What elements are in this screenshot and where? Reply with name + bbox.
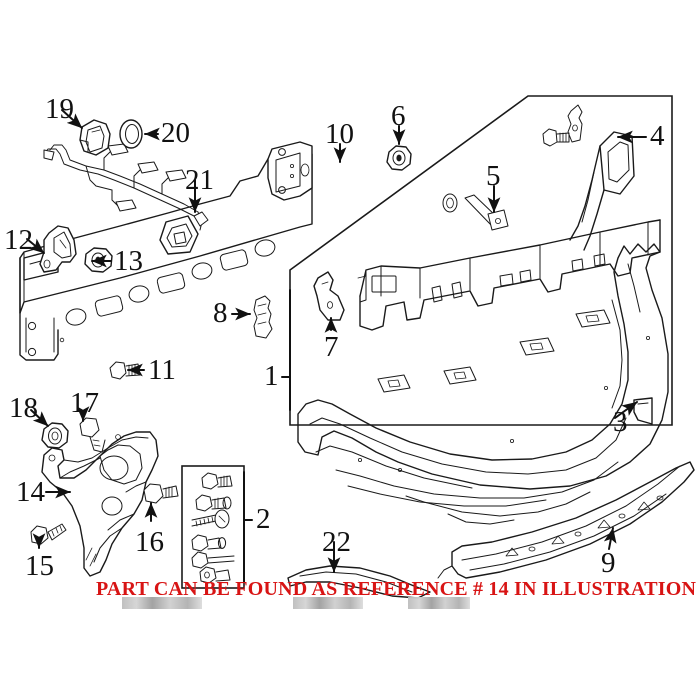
callout-12[interactable]: 12: [4, 224, 33, 256]
callout-15[interactable]: 15: [25, 550, 54, 582]
part-9-lower-valance: [437, 461, 695, 579]
part-8-clip: [253, 295, 273, 339]
part-12-bracket: [39, 225, 77, 273]
callout-4[interactable]: 4: [650, 120, 665, 152]
callout-17[interactable]: 17: [70, 387, 99, 419]
rear-bumper-reinforcement: [357, 219, 661, 331]
callout-2[interactable]: 2: [256, 503, 271, 535]
callout-7[interactable]: 7: [324, 331, 339, 363]
part-4-bolt: [542, 128, 570, 147]
callout-9[interactable]: 9: [601, 547, 616, 579]
callout-13[interactable]: 13: [114, 245, 143, 277]
redaction-bar-3: [408, 597, 470, 609]
callout-16[interactable]: 16: [135, 526, 164, 558]
callout-18[interactable]: 18: [9, 392, 38, 424]
part-7-bracket: [313, 271, 345, 321]
callout-11[interactable]: 11: [148, 354, 176, 386]
watermark-text: PART CAN BE FOUND AS REFERENCE # 14 IN I…: [96, 578, 697, 600]
main-panel-box: [289, 95, 673, 426]
part-15-screw: [30, 523, 67, 545]
callout-10[interactable]: 10: [325, 118, 354, 150]
callout-19[interactable]: 19: [45, 93, 74, 125]
fastener-kit-box: [181, 465, 245, 589]
part-5-bolt: [442, 193, 509, 231]
callout-6[interactable]: 6: [391, 100, 406, 132]
callout-3[interactable]: 3: [613, 406, 628, 438]
parking-sensor-harness: [43, 143, 209, 231]
rear-bumper-cover: [297, 243, 669, 525]
part-6-nut: [386, 145, 412, 171]
part-16-bolt: [143, 483, 179, 504]
callout-5[interactable]: 5: [486, 160, 501, 192]
part-14-bracket: [41, 431, 159, 577]
callout-21[interactable]: 21: [185, 164, 214, 196]
part-4-bracket: [569, 131, 635, 251]
part-19-parking-sensor: [79, 119, 111, 156]
callout-14[interactable]: 14: [16, 476, 45, 508]
part-10-bracket: [267, 141, 313, 201]
part-17-bolt: [79, 417, 106, 453]
callout-1[interactable]: 1: [264, 360, 279, 392]
callout-22[interactable]: 22: [322, 526, 351, 558]
redaction-bar-2: [293, 597, 363, 609]
redaction-bar-1: [122, 597, 202, 609]
callout-8[interactable]: 8: [213, 297, 228, 329]
part-20-sensor-ring: [119, 119, 143, 149]
part-18-nut: [41, 422, 69, 449]
part-4-clip: [567, 104, 583, 143]
part-21-connector: [159, 215, 199, 255]
callout-20[interactable]: 20: [161, 117, 190, 149]
leader-lines: [26, 109, 647, 583]
